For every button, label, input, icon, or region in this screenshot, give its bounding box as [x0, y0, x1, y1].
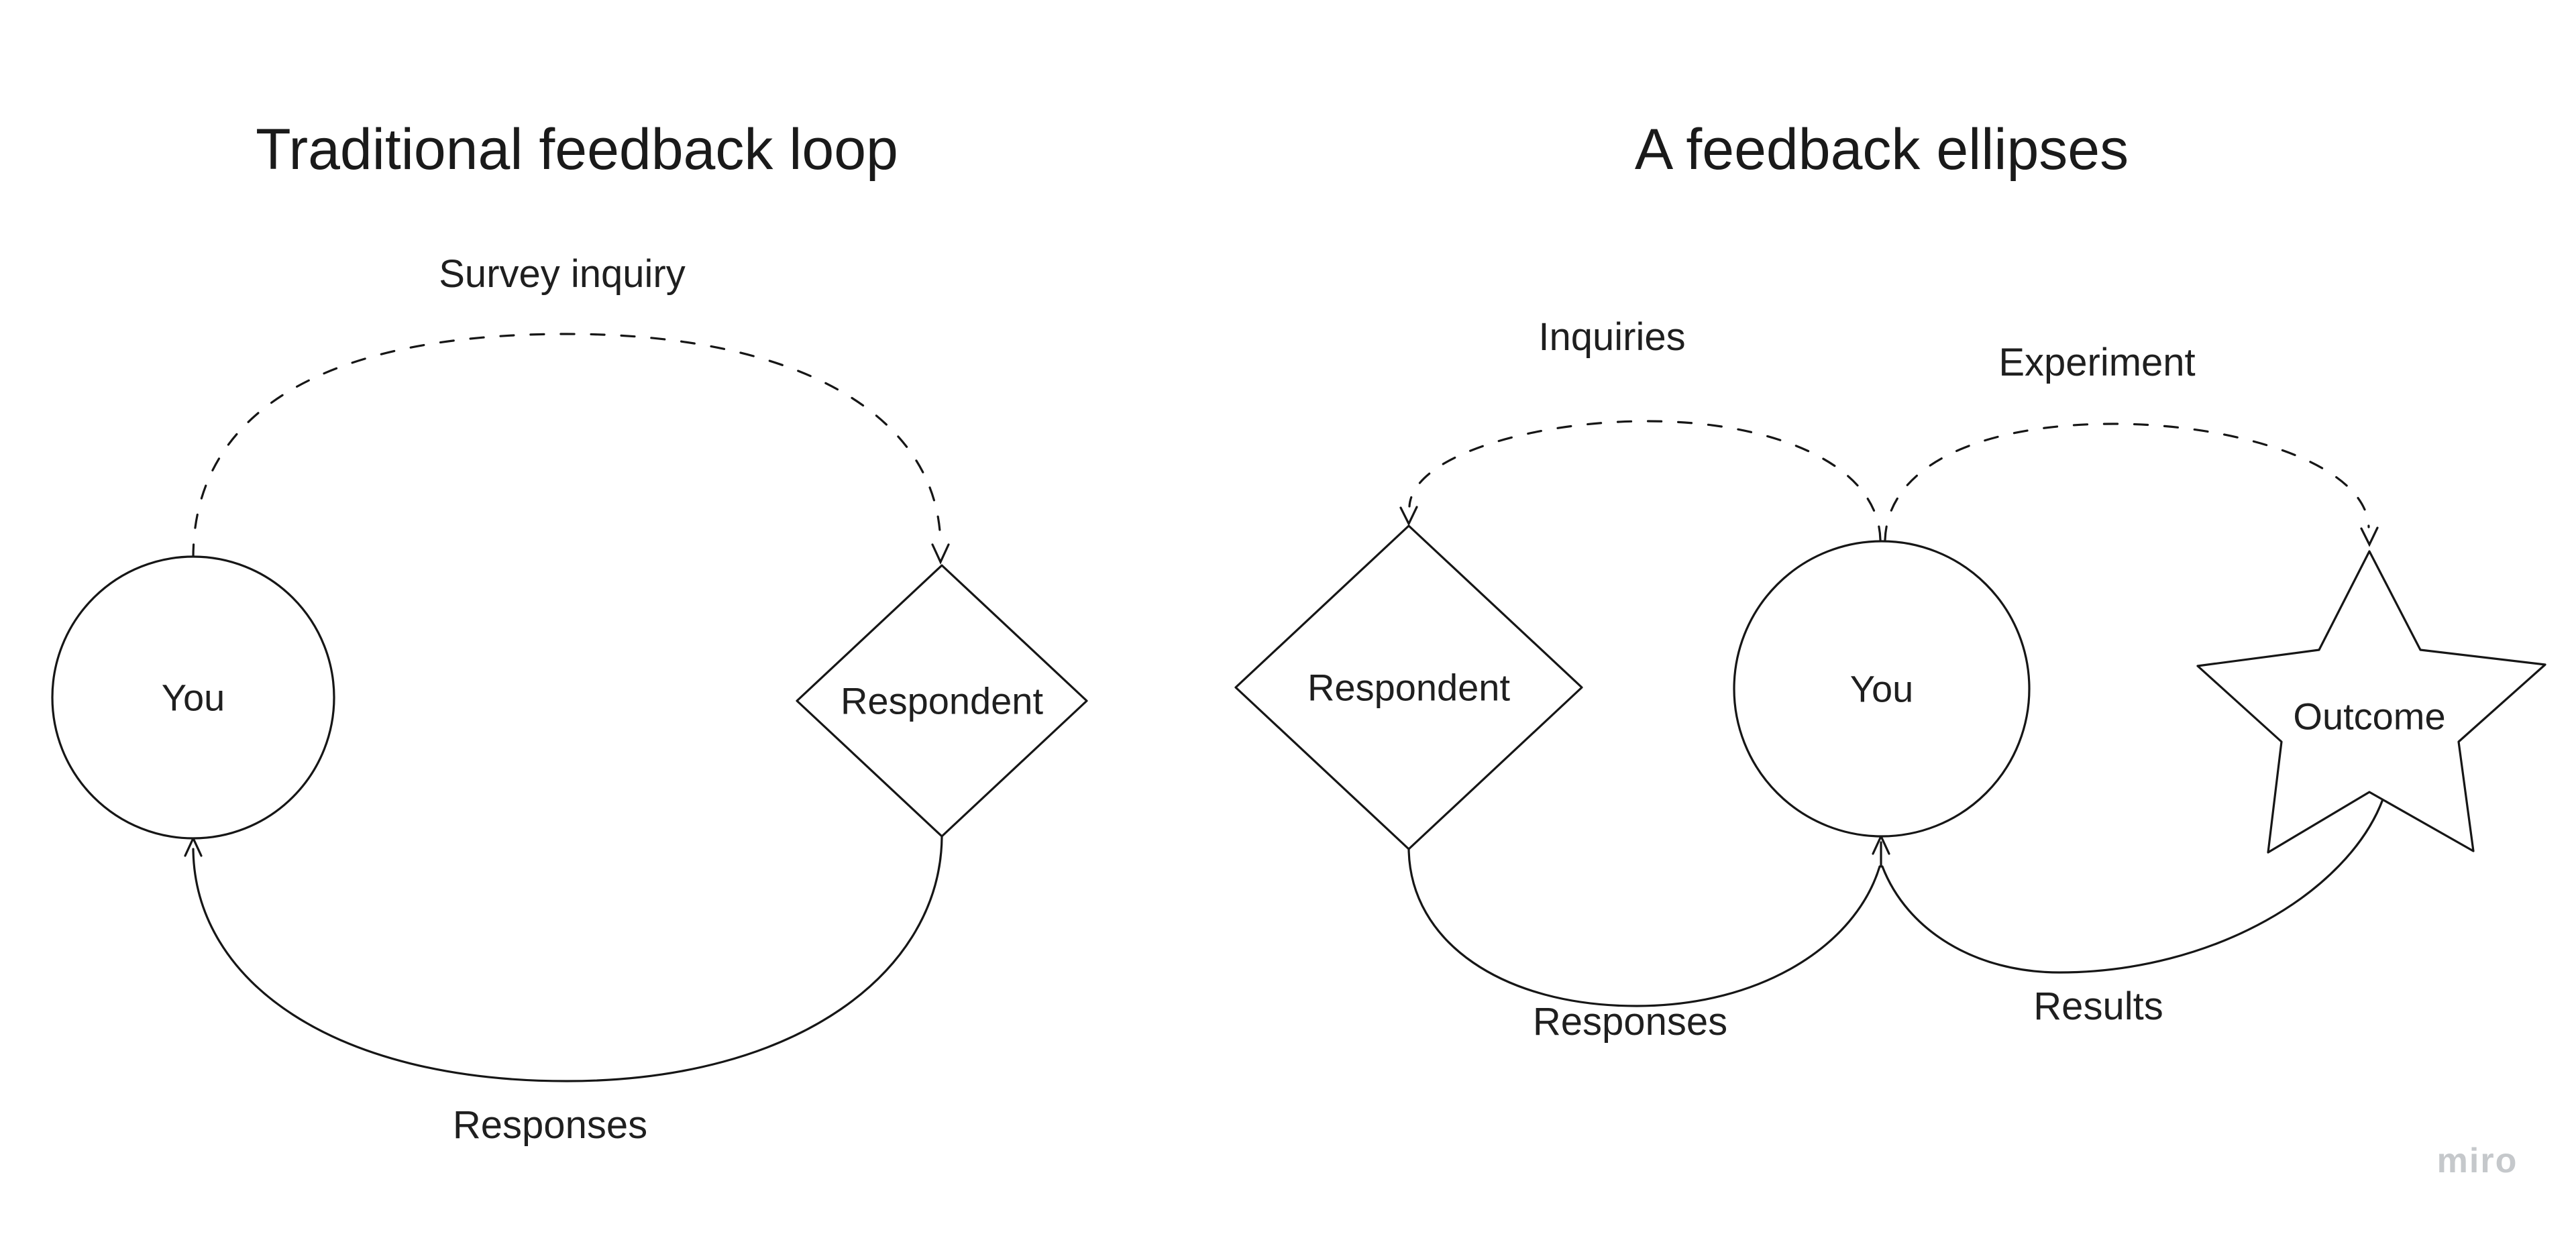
edge-label-experiment[interactable]: Experiment [1998, 341, 2195, 384]
edge-survey-inquiry-arrowhead-icon [931, 543, 950, 565]
edge-inquiries[interactable] [1408, 420, 1882, 541]
edge-results[interactable] [1881, 798, 2384, 974]
node-outcome[interactable]: Outcome [2196, 550, 2546, 854]
star-shape[interactable] [2196, 550, 2546, 854]
edge-responses-right[interactable] [1407, 848, 1881, 1007]
left-diagram-title[interactable]: Traditional feedback loop [256, 117, 898, 182]
circle-shape[interactable] [1733, 540, 2031, 838]
right-diagram-title[interactable]: A feedback ellipses [1635, 117, 2129, 182]
node-respondent-right[interactable]: Respondent [1234, 524, 1583, 850]
circle-shape[interactable] [51, 555, 335, 840]
miro-watermark-logo: miro [2437, 1141, 2518, 1180]
node-label-you-right: You [1850, 668, 1914, 710]
diamond-shape[interactable] [796, 564, 1088, 838]
node-you-right[interactable]: You [1733, 540, 2031, 838]
right-diagram: A feedback ellipses Inquiries Experiment… [1234, 117, 2546, 1044]
edge-label-results[interactable]: Results [2033, 985, 2163, 1028]
edge-responses-left[interactable] [192, 836, 943, 1082]
node-you-left[interactable]: You [51, 555, 335, 840]
edge-label-inquiries[interactable]: Inquiries [1538, 315, 1685, 359]
edge-survey-inquiry[interactable] [192, 333, 942, 559]
node-respondent-left[interactable]: Respondent [796, 564, 1088, 838]
edge-label-responses-left[interactable]: Responses [453, 1103, 647, 1147]
node-label-respondent-left: Respondent [841, 680, 1043, 722]
edge-experiment-arrowhead-icon [2360, 526, 2379, 547]
edge-label-survey-inquiry[interactable]: Survey inquiry [439, 252, 685, 296]
edge-inquiries-arrowhead-icon [1399, 506, 1418, 526]
left-diagram: Traditional feedback loop Survey inquiry… [51, 117, 1088, 1147]
node-label-respondent-right: Respondent [1307, 667, 1510, 709]
edge-label-responses-right[interactable]: Responses [1533, 1000, 1727, 1044]
node-label-outcome: Outcome [2293, 695, 2445, 738]
diamond-shape[interactable] [1234, 524, 1583, 850]
node-label-you-left: You [162, 677, 225, 719]
edge-experiment[interactable] [1884, 423, 2370, 541]
